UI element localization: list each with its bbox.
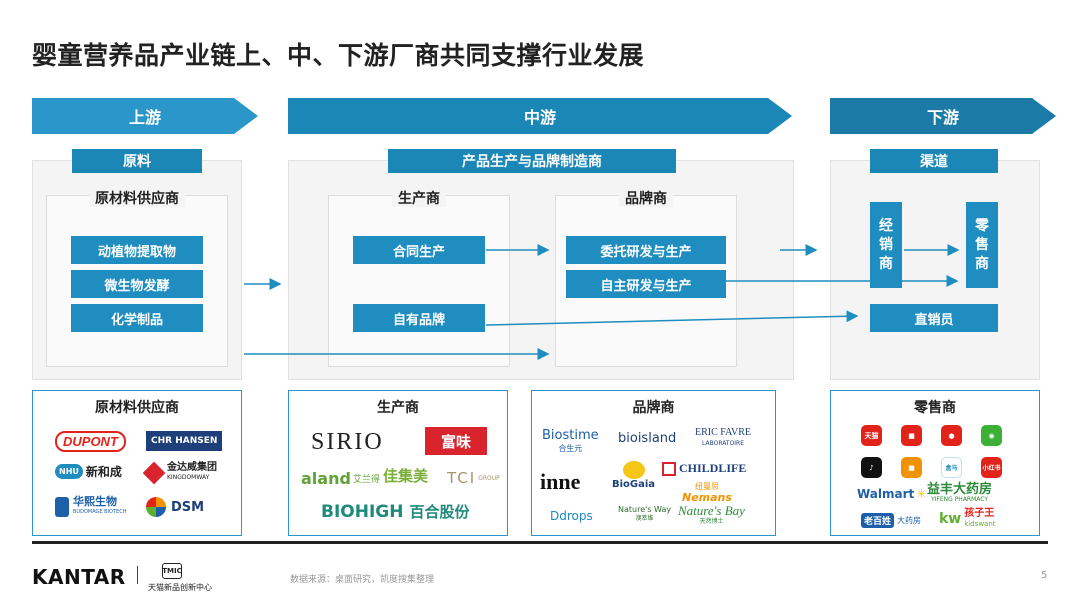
douyin-icon: ♪ [861,457,882,478]
biohigh-logo: BIOHIGH 百合股份 [321,501,470,522]
footer-divider [32,541,1048,544]
jimei-logo: 佳集美 [383,467,429,485]
own-brand: 自有品牌 [353,304,485,332]
kidswant-logo: kw 孩子王 kidswant [939,508,996,529]
upstream-chevron: 上游 [32,98,258,134]
hema-icon: 盒马 [941,457,962,478]
outsourced-rd: 委托研发与生产 [566,236,726,264]
walmart-logo: Walmart ✳ [857,487,927,501]
natures-bay-logo: Nature's Bay 天然博士 [678,503,745,525]
eric-favre-logo: ERIC FAVRE LABORATOIRE [695,427,752,447]
downstream-panel [830,160,1040,380]
fuwei-logo: 富味 [425,427,487,455]
natures-way-logo: Nature's Way 澳萃维 [618,505,672,522]
retailer-logo-heading: 零售商 [914,400,956,416]
shop-app-icon: ■ [901,457,922,478]
upstream-tag: 原料 [72,149,202,173]
yifeng-logo: 益丰大药房 YIFENG PHARMACY [927,482,993,503]
distributor-box: 经销商 [870,202,902,288]
brand-logo-heading: 品牌商 [632,400,675,416]
raw-material-item: 微生物发酵 [71,270,203,298]
kingdomway-logo: 金达威集团 KINGDOMWAY [142,461,217,485]
dupont-logo: DUPONT [55,431,126,452]
manufacturer-logo-heading: 生产商 [377,400,419,416]
in-house-rd: 自主研发与生产 [566,270,726,298]
page-title: 婴童营养品产业链上、中、下游厂商共同支撑行业发展 [32,41,645,70]
sirio-logo: SIRIO [311,429,384,455]
tmall-logo: 天猫 [861,425,882,446]
biostime-logo: Biostime 合生元 [542,428,599,453]
manufacturer-heading: 生产商 [328,188,510,208]
tmic-logo: TMIC [162,563,182,579]
manufacturer-logo-panel: 生产商 SIRIO 富味 aland 艾兰得 佳集美 TCI GROUP BIO… [288,390,508,536]
retail-app-icon: ■ [901,425,922,446]
footer-separator [137,566,138,584]
raw-material-item: 化学制品 [71,304,203,332]
aland-logo: aland 艾兰得 [301,469,380,488]
downstream-chevron: 下游 [830,98,1056,134]
bloomage-logo: 华熙生物 BUDOMAGE BIOTECH [55,496,126,517]
brand-heading: 品牌商 [555,188,737,208]
wechat-icon: ◉ [981,425,1002,446]
supplier-heading: 原材料供应商 [46,188,228,208]
brand-logo-panel: 品牌商 Biostime 合生元 bioisland ERIC FAVRE LA… [531,390,776,536]
data-source: 数据来源：桌面研究，凯度搜集整理 [290,575,435,585]
bioisland-logo: bioisland [618,431,677,446]
midstream-tag: 产品生产与品牌制造商 [388,149,676,173]
midstream-chevron: 中游 [288,98,792,134]
pinduoduo-icon: ● [941,425,962,446]
arrow-ownbrand-to-direct [485,310,859,326]
kantar-logo: KANTAR [32,565,126,589]
tci-logo: TCI GROUP [447,469,500,487]
nemans-logo: 纽曼思 Nemans [682,482,732,504]
dsm-logo: DSM [146,497,204,517]
lbx-logo: 老百姓 大药房 [861,513,921,528]
retailer-box: 零售商 [966,202,998,288]
supplier-logo-panel: 原材料供应商 DUPONT CHR HANSEN NHU 新和成 金达威集团 K… [32,390,242,536]
biogaia-logo: BioGaia [612,461,655,490]
inne-logo: inne [540,469,581,494]
manufacturer-subpanel [328,195,510,367]
tmic-subtitle: 天猫新品创新中心 [148,583,212,592]
chr-hansen-logo: CHR HANSEN [146,431,223,451]
supplier-logo-heading: 原材料供应商 [95,400,179,416]
contract-manufacturing: 合同生产 [353,236,485,264]
xiaohongshu-icon: 小红书 [981,457,1002,478]
nhu-logo: NHU 新和成 [55,463,122,480]
retailer-logo-panel: 零售商 天猫 ■ ● ◉ ♪ ■ 盒马 小红书 Walmart ✳ 益丰大药房 … [830,390,1040,536]
raw-material-item: 动植物提取物 [71,236,203,264]
ddrops-logo: Ddrops [550,509,593,523]
childlife-logo: CHILDLIFE [662,461,746,476]
direct-sales-box: 直销员 [870,304,998,332]
downstream-tag: 渠道 [870,149,998,173]
page-number: 5 [1041,570,1048,581]
